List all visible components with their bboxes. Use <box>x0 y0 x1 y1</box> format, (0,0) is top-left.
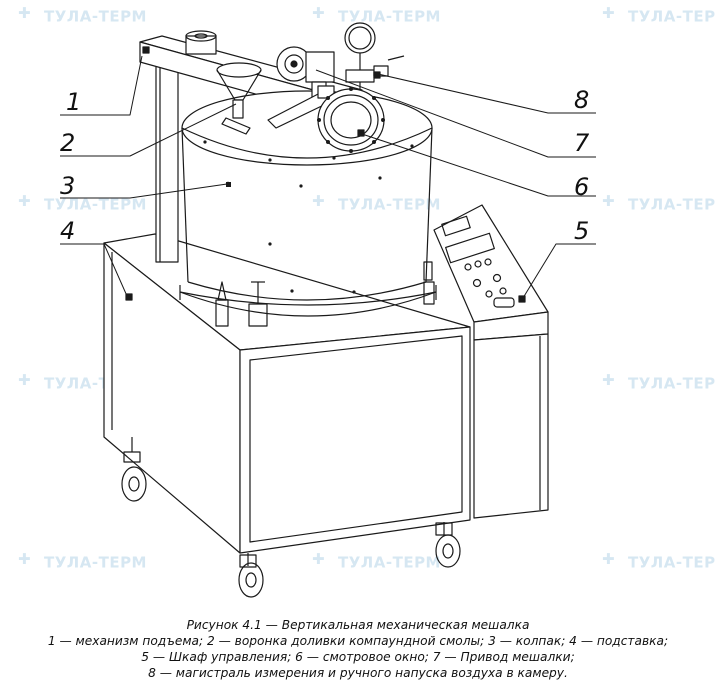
gauge-line <box>344 22 405 100</box>
watermark-logo: ✚ТУЛА-ТЕРМ <box>18 192 147 214</box>
watermark-text: ТУЛА-ТЕРМ <box>628 7 716 26</box>
callout-6: 6 <box>574 173 590 201</box>
caption-line: 1 — механизм подъема; 2 — воронка доливк… <box>47 634 669 648</box>
watermark-text: ТУЛА-ТЕРМ <box>338 7 441 26</box>
callout-7: 7 <box>574 129 590 157</box>
callout-1: 1 <box>66 88 82 116</box>
callout-3: 3 <box>60 172 76 200</box>
caster-right <box>435 522 461 568</box>
watermark-logo: ✚ТУЛА-ТЕРМ <box>18 550 147 572</box>
watermark-logo: ✚ТУЛА-ТЕРМ <box>602 4 716 30</box>
caption-line: 5 — Шкаф управления; 6 — смотровое окно;… <box>141 650 575 664</box>
watermark-text: ТУЛА-ТЕРМ <box>44 7 147 26</box>
watermark-logo: ✚ТУЛА-ТЕРМ <box>312 550 441 572</box>
caster-front <box>238 553 264 598</box>
clamp-right <box>423 261 435 305</box>
watermark-text: ТУЛА-ТЕРМ <box>628 553 716 572</box>
stand-cabinet <box>103 233 471 554</box>
callout-2: 2 <box>60 129 76 157</box>
base-ring <box>179 285 437 317</box>
callout-8: 8 <box>574 86 590 114</box>
callout-5: 5 <box>574 217 590 245</box>
control-cabinet <box>433 204 549 519</box>
watermark-logo: ✚ТУЛА-ТЕРМ <box>602 371 716 397</box>
mixer-drive <box>267 46 335 129</box>
caption-line: 8 — магистраль измерения и ручного напус… <box>148 666 568 680</box>
watermark-text: ТУЛА-ТЕРМ <box>44 195 147 214</box>
watermark-logo: ✚ТУЛА-ТЕРМ <box>312 4 441 26</box>
watermark-text: ТУЛА-ТЕРМ <box>628 374 716 393</box>
caption-title: Рисунок 4.1 — Вертикальная механическая … <box>186 618 530 632</box>
watermark-text: ТУЛА-ТЕРМ <box>338 195 441 214</box>
watermark-text: ТУЛА-ТЕРМ <box>44 553 147 572</box>
watermark-logo: ✚ТУЛА-ТЕРМ <box>18 4 147 26</box>
watermark-text: ТУЛА-ТЕРМ <box>338 553 441 572</box>
caster-front-left <box>121 437 147 502</box>
callout-4: 4 <box>60 217 76 245</box>
leader-lines <box>60 55 596 299</box>
figure-caption: Рисунок 4.1 — Вертикальная механическая … <box>0 617 716 681</box>
watermark-text: ТУЛА-ТЕРМ <box>628 195 716 214</box>
viewing-window <box>317 87 385 153</box>
mixer-drawing <box>60 22 596 598</box>
resin-funnel <box>216 62 262 135</box>
clamp-left <box>215 281 268 327</box>
watermark-logo: ✚ТУЛА-ТЕРМ <box>602 550 716 576</box>
watermark-logo: ✚ТУЛА-ТЕРМ <box>312 192 441 214</box>
watermark-logo: ✚ТУЛА-ТЕРМ <box>602 192 716 218</box>
